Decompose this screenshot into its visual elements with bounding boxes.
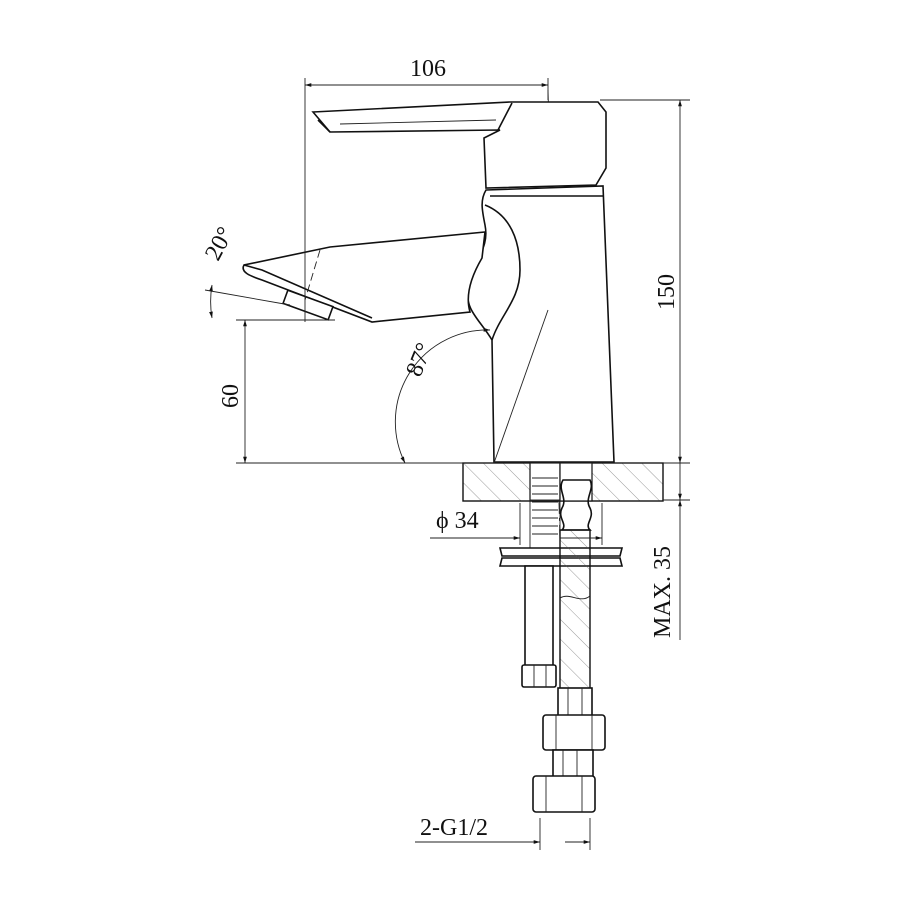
deck-section	[462, 462, 664, 549]
spout-height-label: 60	[218, 384, 244, 408]
aerator	[282, 289, 334, 321]
spout	[242, 231, 486, 323]
spout-angle-label: 20°	[200, 223, 239, 265]
reach-label: 106	[410, 56, 446, 82]
base-diameter-label: ϕ 34	[436, 508, 479, 534]
connection-label: 2-G1/2	[420, 815, 488, 841]
dimension-lines	[204, 78, 690, 850]
max-thickness-label: MAX. 35	[650, 546, 676, 638]
height-label: 150	[654, 274, 680, 310]
handle	[311, 101, 607, 189]
body	[466, 185, 615, 463]
body-angle-label: 87°	[401, 339, 438, 380]
supply-hoses	[521, 529, 606, 813]
